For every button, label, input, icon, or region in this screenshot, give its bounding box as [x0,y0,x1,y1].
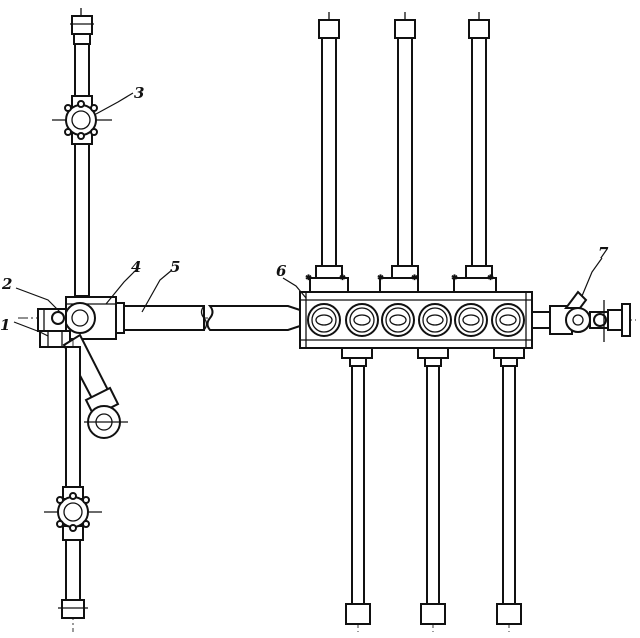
callout-2: 2 [1,275,12,293]
callout-3: 3 [134,84,144,102]
valve-lower [44,492,102,532]
manifold-6 [299,291,533,349]
callout-6: 6 [276,262,287,280]
valve-3 [52,100,112,140]
callout-4: 4 [131,258,141,276]
left-column-upper [70,8,94,300]
upper-risers: * * * * * * [305,12,497,293]
callout-leaders [13,92,603,337]
svg-text:*: * [452,274,457,285]
central-node [18,296,300,348]
pipe-5 [123,305,301,331]
svg-text:*: * [412,274,417,285]
svg-text:*: * [306,274,311,285]
svg-text:*: * [378,274,383,285]
callout-7: 7 [598,244,609,262]
callout-1: 1 [0,316,10,334]
svg-text:*: * [340,274,345,285]
lower-drops [341,347,525,632]
left-column-lower [58,340,88,632]
coupling-7 [531,290,636,342]
callout-5: 5 [170,258,180,276]
svg-text:*: * [488,274,493,285]
